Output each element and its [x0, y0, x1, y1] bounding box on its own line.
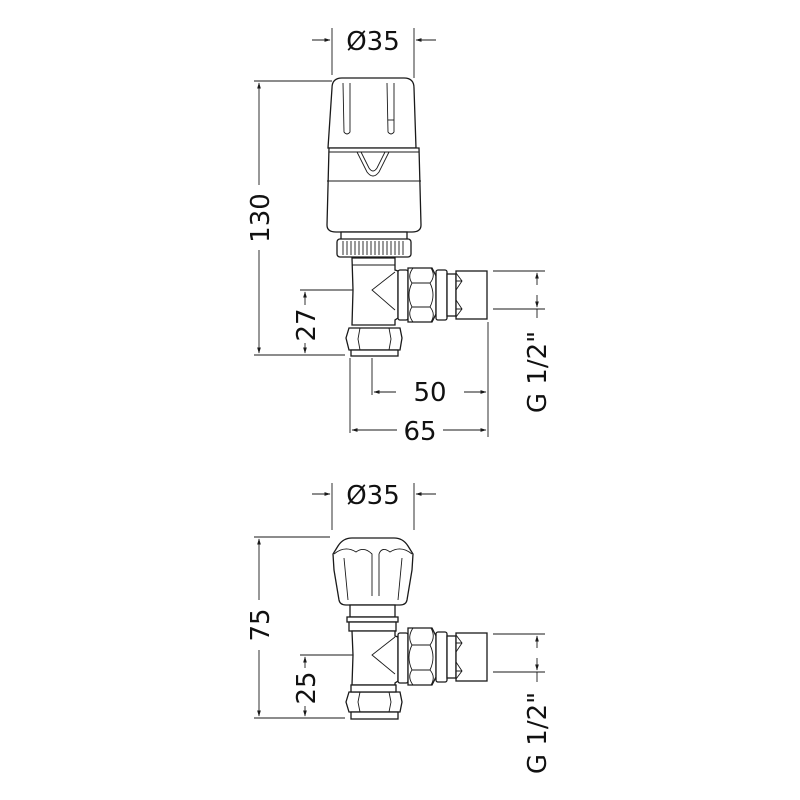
- top-outlet-label: 50: [413, 378, 446, 408]
- bottom-height-dimension: 75: [246, 536, 345, 719]
- top-height-label: 130: [246, 193, 276, 243]
- top-depth-label: 65: [403, 417, 436, 447]
- bottom-thread-dimension: G 1/2": [493, 633, 553, 774]
- top-outlet-dimension: 50: [373, 378, 487, 408]
- bottom-diameter-dimension: Ø35: [312, 481, 436, 530]
- knurl-lines: [342, 241, 404, 255]
- top-diameter-dimension: Ø35: [312, 27, 436, 78]
- manual-valve: Ø35 75 25: [246, 481, 553, 774]
- top-thread-dimension: G 1/2": [493, 270, 553, 413]
- top-inlet-dimension: 27: [292, 289, 365, 354]
- top-height-dimension: 130: [246, 80, 345, 356]
- top-thread-label: G 1/2": [523, 331, 553, 413]
- bottom-thread-label: G 1/2": [523, 692, 553, 774]
- bottom-inlet-dimension: 25: [292, 654, 365, 717]
- top-depth-dimension: 65: [351, 417, 487, 447]
- top-inlet-label: 27: [292, 308, 322, 341]
- bottom-diameter-label: Ø35: [346, 481, 400, 511]
- thermostatic-valve: Ø35 130 27: [246, 27, 553, 447]
- bottom-height-label: 75: [246, 608, 276, 641]
- bottom-inlet-label: 25: [292, 671, 322, 704]
- top-diameter-label: Ø35: [346, 27, 400, 57]
